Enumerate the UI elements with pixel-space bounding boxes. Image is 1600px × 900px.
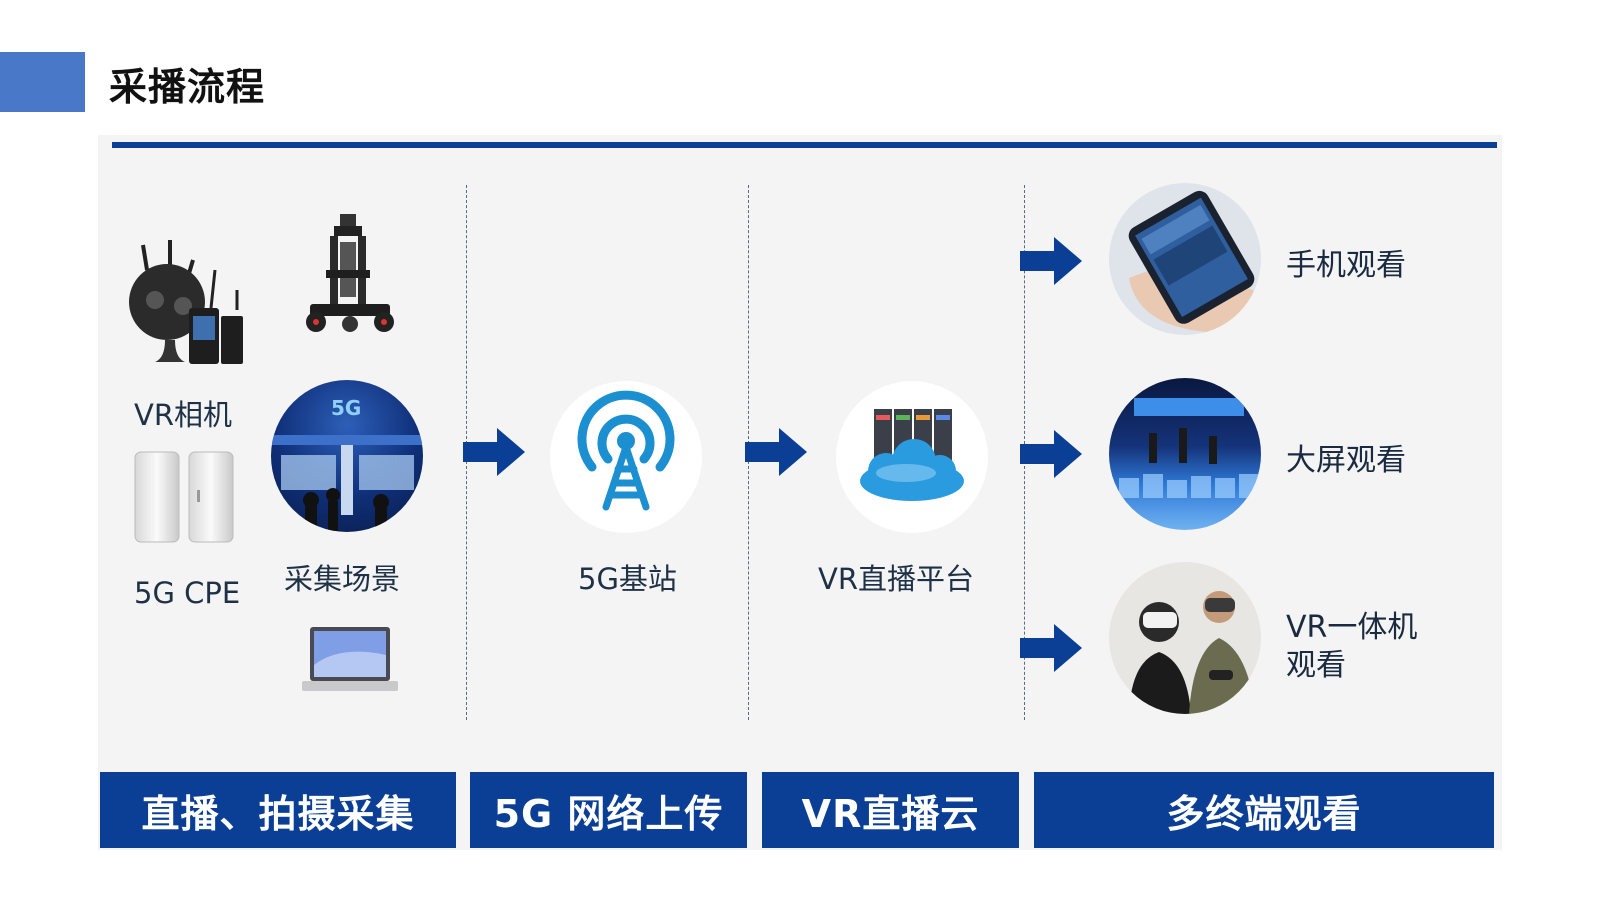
- vr-headset-label-line1: VR一体机: [1286, 610, 1418, 645]
- base-station-label: 5G基站: [578, 562, 677, 596]
- phone-viewing-image: [1109, 183, 1261, 335]
- stage-terminals: 多终端观看: [1034, 772, 1494, 848]
- base-station-icon: [577, 390, 675, 511]
- vr-headset-viewing-image: [1109, 562, 1261, 714]
- vr-camera-icon: [129, 240, 243, 364]
- cloud-platform-label: VR直播平台: [818, 562, 974, 596]
- flow-arrow-screen: [1020, 430, 1082, 478]
- flow-arrow-1: [463, 428, 525, 476]
- base-station-badge: [550, 381, 702, 533]
- cloud-platform-badge: [836, 381, 988, 533]
- flow-arrow-2: [745, 428, 807, 476]
- vr-headset-label-line2: 观看: [1286, 648, 1346, 683]
- big-screen-viewing-label: 大屏观看: [1286, 443, 1406, 478]
- flow-arrow-vr: [1020, 624, 1082, 672]
- capture-scene-label: 采集场景: [284, 562, 401, 596]
- camera-rig-icon: [306, 214, 394, 332]
- svg-text:5G: 5G: [331, 396, 361, 420]
- laptop-icon: [302, 627, 398, 691]
- capture-scene-image: 5G: [271, 380, 423, 532]
- vr-camera-label: VR相机: [134, 398, 232, 432]
- page-title: 采播流程: [109, 65, 266, 109]
- phone-viewing-label: 手机观看: [1286, 248, 1406, 283]
- panel-top-rule: [112, 142, 1497, 148]
- title-accent-block: [0, 52, 85, 112]
- cpe-device-icon: [134, 451, 234, 543]
- stage-capture: 直播、拍摄采集: [100, 772, 456, 848]
- stage-cloud: VR直播云: [762, 772, 1019, 848]
- cloud-server-icon: [860, 409, 964, 501]
- big-screen-viewing-image: [1109, 378, 1261, 530]
- flow-arrow-phone: [1020, 237, 1082, 285]
- stage-upload: 5G 网络上传: [470, 772, 747, 848]
- cpe-label: 5G CPE: [134, 576, 241, 610]
